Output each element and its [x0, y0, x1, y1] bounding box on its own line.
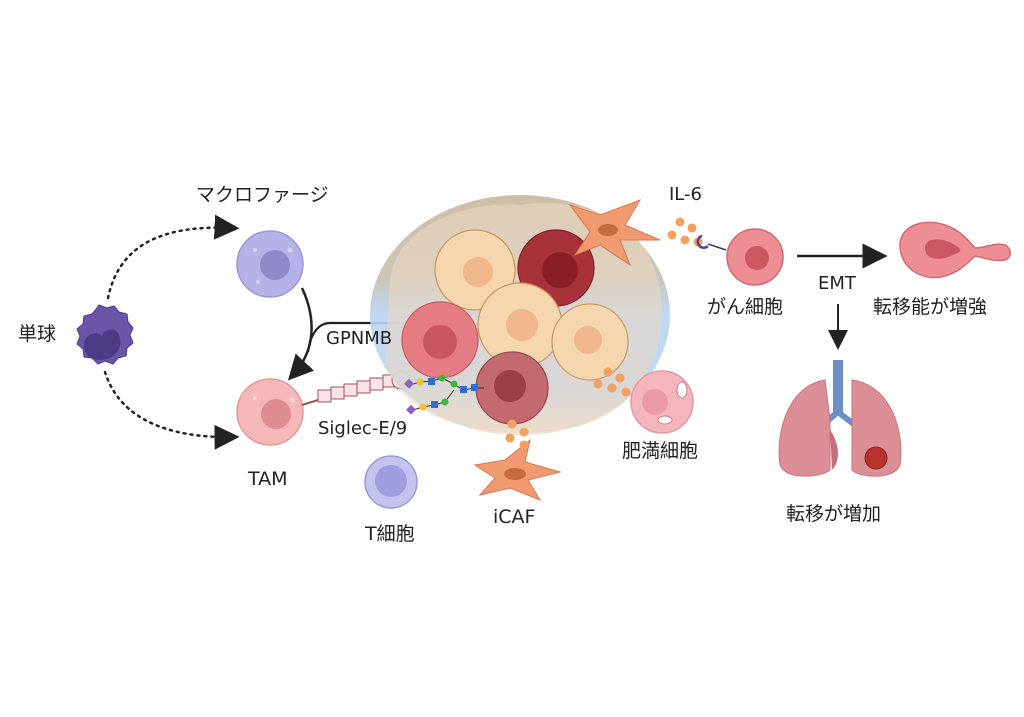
- icaf-cytokines: [505, 419, 529, 450]
- label-monocyte: 単球: [18, 323, 57, 345]
- label-il6: IL-6: [669, 184, 702, 205]
- gpnmb-line: [306, 321, 400, 353]
- t-cell-icon: [364, 455, 418, 509]
- il6-receptor-icon: [696, 234, 709, 249]
- glycan-ligand-icon: [404, 374, 484, 415]
- label-increased-metastasis: 転移が増加: [786, 503, 882, 525]
- monocyte-to-tam-arrow: [103, 370, 240, 450]
- label-tam: TAM: [248, 468, 288, 490]
- label-siglec: Siglec-E/9: [318, 418, 408, 439]
- label-emt: EMT: [818, 273, 856, 294]
- label-cancer-cell: がん細胞: [707, 296, 784, 318]
- metastatic-tumor-icon: [864, 446, 888, 470]
- emt-cancer-cell-icon: [899, 221, 1011, 279]
- label-enhanced-metastatic-ability: 転移能が増強: [873, 296, 988, 318]
- monocyte-cell-icon: [76, 304, 134, 365]
- tumor-microenvironment: [370, 195, 670, 435]
- label-macrophage: マクロファージ: [196, 184, 329, 206]
- lungs-icon: [778, 360, 902, 477]
- mast-cell-cytokines: [593, 367, 631, 397]
- mast-cell-icon: [630, 370, 694, 434]
- macrophage-cell-icon: [236, 230, 304, 298]
- label-mast-cell: 肥満細胞: [622, 440, 699, 462]
- cancer-cell-icon: [726, 228, 784, 286]
- label-gpnmb: GPNMB: [326, 328, 393, 349]
- label-icaf: iCAF: [493, 506, 536, 528]
- fibroblast-top-icon: [568, 199, 661, 267]
- label-t-cell: T細胞: [365, 523, 415, 545]
- icaf-fibroblast-icon: [473, 438, 562, 502]
- macrophage-to-tam-arrow: [287, 287, 315, 381]
- il6-cytokines: [667, 217, 703, 247]
- tam-cell-icon: [236, 378, 304, 446]
- monocyte-to-macrophage-arrow: [106, 214, 240, 300]
